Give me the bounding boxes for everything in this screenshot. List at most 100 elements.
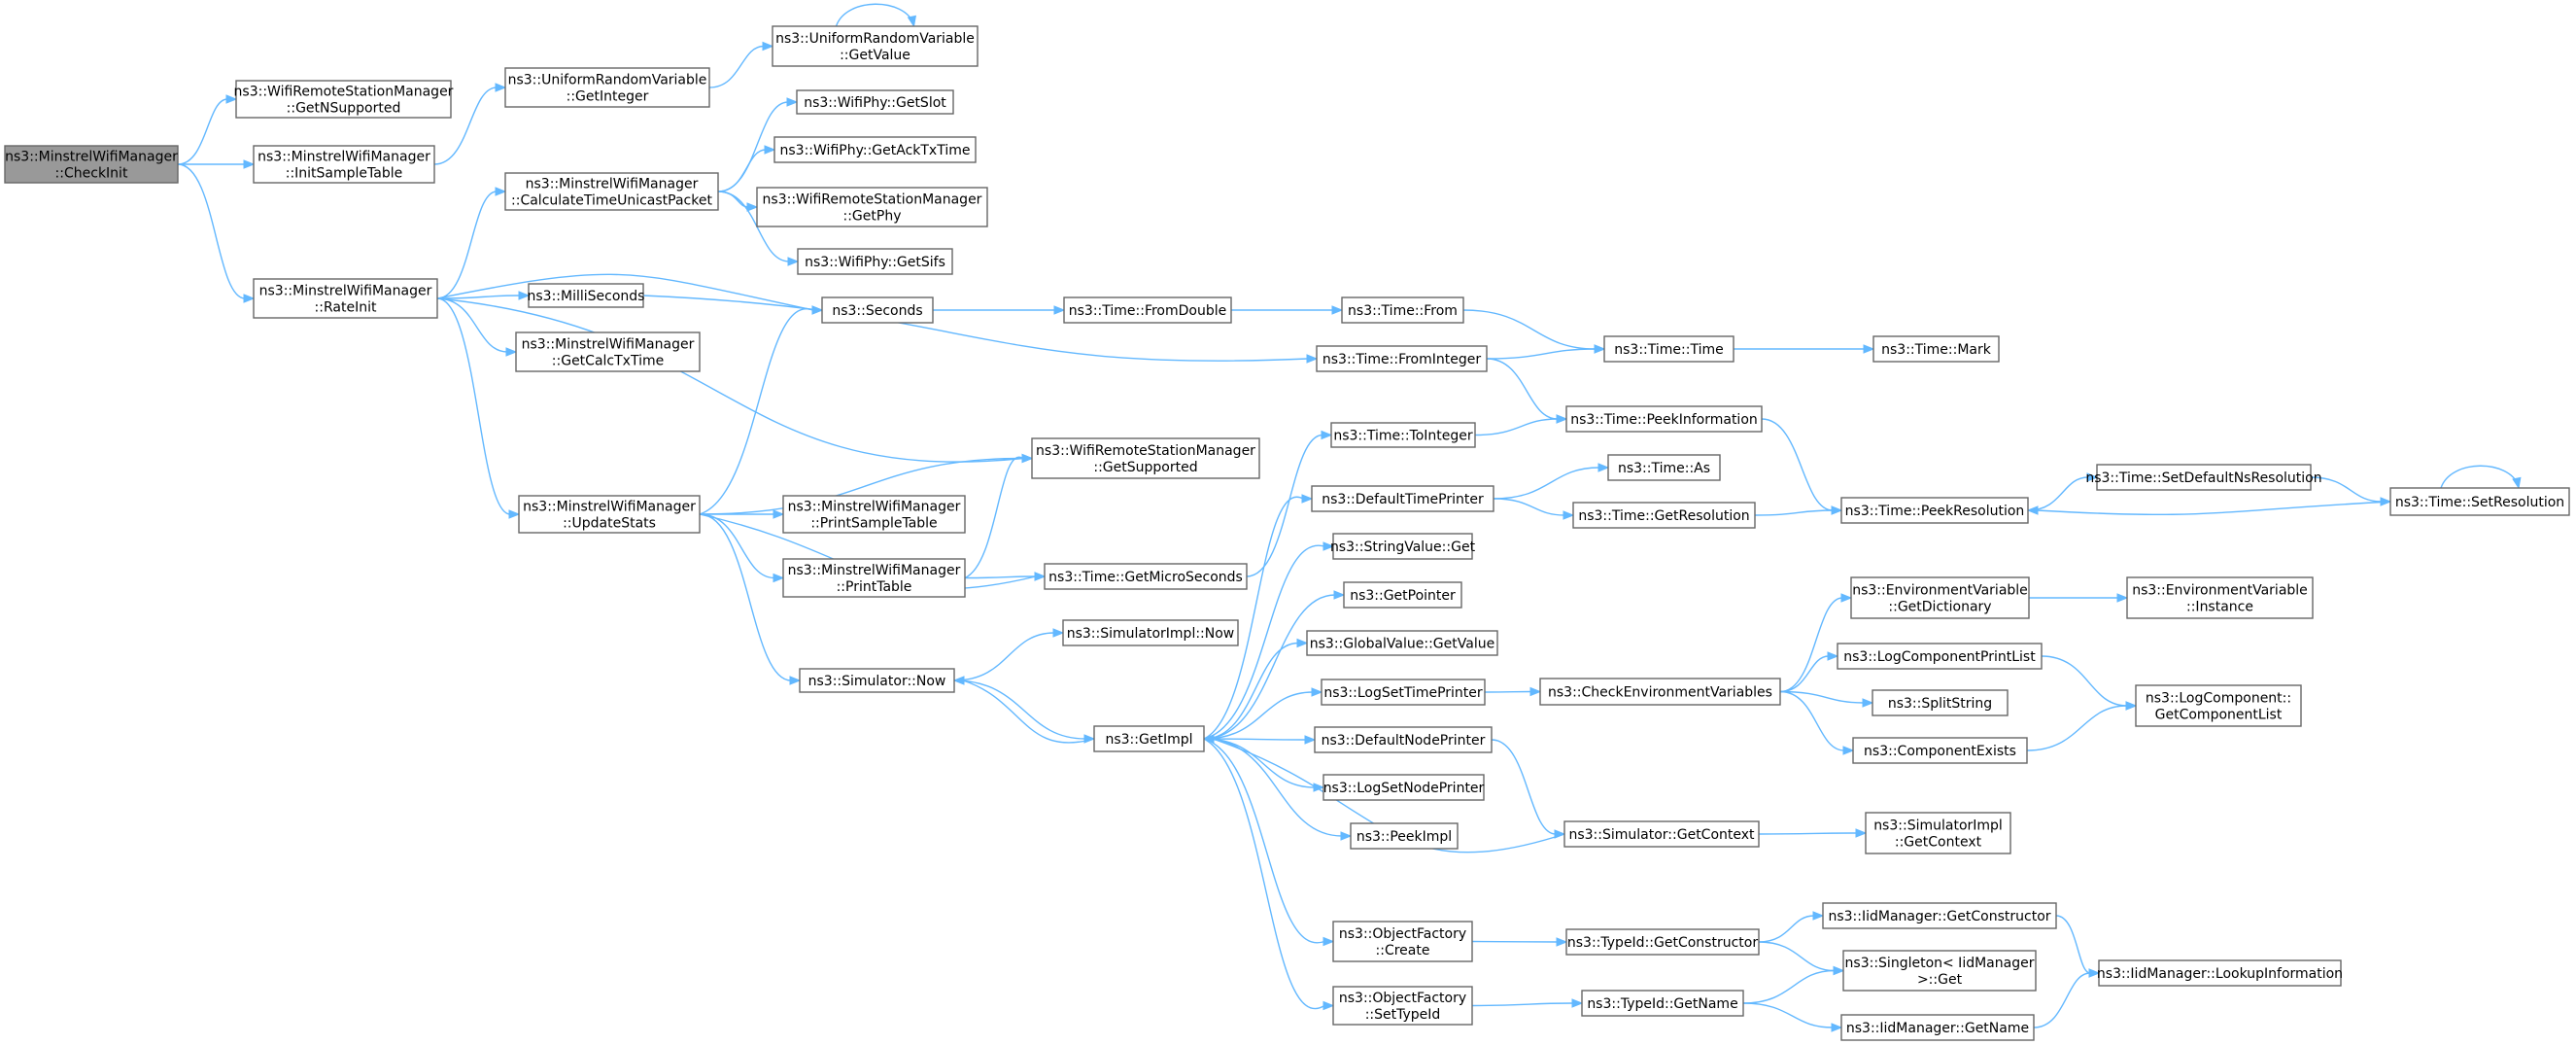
edge-n18-n23 [953, 628, 1065, 681]
node-n0[interactable]: ns3::MinstrelWifiManager::CheckInit [4, 145, 179, 184]
node-n8[interactable]: ns3::MinstrelWifiManager::GetCalcTxTime [515, 331, 701, 372]
node-box [504, 172, 719, 211]
node-n45[interactable]: ns3::LogComponent::GetComponentList [2135, 684, 2302, 727]
node-n21[interactable]: ns3::Time::ToInteger [1330, 422, 1476, 448]
node-box [1850, 576, 2030, 619]
edge-line [1203, 738, 1307, 741]
node-n35[interactable]: ns3::StringValue::Get [1330, 533, 1476, 560]
node-n53[interactable]: ns3::IidManager::GetConstructor [1822, 902, 2057, 929]
edge-n38-n39 [1484, 686, 1542, 697]
node-box [1539, 678, 1781, 706]
node-box [2126, 576, 2314, 619]
node-n49[interactable]: ns3::Simulator::GetContext [1563, 820, 1760, 848]
node-n32[interactable]: ns3::Time::PeekResolution [1840, 497, 2029, 524]
edge-arrowhead [773, 573, 785, 583]
node-n30[interactable]: ns3::Time::As [1607, 454, 1721, 481]
node-n18[interactable]: ns3::Simulator::Now [799, 668, 955, 693]
edge-n14-n19 [932, 305, 1066, 315]
edge-n3-n6 [436, 187, 507, 299]
edge-arrowhead [773, 509, 785, 519]
node-n7[interactable]: ns3::MilliSeconds [528, 283, 645, 308]
node-n12[interactable]: ns3::WifiRemoteStationManager::GetPhy [756, 187, 988, 227]
node-n16[interactable]: ns3::MinstrelWifiManager::PrintSampleTab… [782, 495, 966, 534]
node-n20[interactable]: ns3::Time::FromInteger [1316, 345, 1488, 372]
node-n23[interactable]: ns3::SimulatorImpl::Now [1062, 619, 1239, 646]
node-n3[interactable]: ns3::MinstrelWifiManager::RateInit [253, 278, 438, 319]
node-n38[interactable]: ns3::LogSetTimePrinter [1321, 679, 1486, 706]
node-box [782, 495, 966, 534]
node-n5[interactable]: ns3::UniformRandomVariable::GetValue [772, 25, 979, 67]
edge-n9-n18 [699, 513, 802, 685]
node-n42[interactable]: ns3::LogComponentPrintList [1837, 643, 2043, 670]
node-n4[interactable]: ns3::UniformRandomVariable::GetInteger [504, 67, 710, 108]
node-n11[interactable]: ns3::WifiPhy::GetAckTxTime [773, 136, 977, 163]
node-box [1332, 533, 1473, 560]
node-box [1565, 928, 1760, 956]
edge-n53-n55 [2055, 915, 2101, 978]
node-n34[interactable]: ns3::Time::SetResolution [2389, 487, 2570, 516]
node-n28[interactable]: ns3::Time::PeekInformation [1565, 405, 1763, 433]
node-n55[interactable]: ns3::IidManager::LookupInformation [2097, 959, 2343, 987]
node-n58[interactable]: ns3::IidManager::GetName [1840, 1014, 2035, 1041]
edge-n0-n1 [177, 94, 238, 165]
node-n43[interactable]: ns3::SplitString [1872, 689, 2009, 716]
node-label: >::Get [1917, 972, 1963, 988]
node-box [253, 278, 438, 319]
node-n51[interactable]: ns3::ObjectFactory::Create [1332, 921, 1473, 962]
node-box [796, 89, 954, 115]
node-box [253, 145, 435, 184]
node-n1[interactable]: ns3::WifiRemoteStationManager::GetNSuppo… [234, 80, 454, 119]
node-n36[interactable]: ns3::GetPointer [1343, 581, 1462, 609]
node-n33[interactable]: ns3::Time::SetDefaultNsResolution [2085, 464, 2322, 491]
edge-line [436, 297, 1024, 463]
node-n19[interactable]: ns3::Time::FromDouble [1063, 296, 1232, 324]
node-n22[interactable]: ns3::Time::GetMicroSeconds [1044, 563, 1248, 590]
node-n13[interactable]: ns3::WifiPhy::GetSifs [797, 248, 953, 275]
node-n15[interactable]: ns3::WifiRemoteStationManager::GetSuppor… [1031, 437, 1260, 479]
node-n31[interactable]: ns3::Time::GetResolution [1572, 502, 1756, 529]
edge-arrowhead [1594, 344, 1606, 354]
node-n50[interactable]: ns3::SimulatorImpl::GetContext [1865, 812, 2011, 854]
node-n26[interactable]: ns3::Time::Time [1603, 335, 1735, 363]
node-n29[interactable]: ns3::DefaultTimePrinter [1311, 485, 1494, 512]
node-n54[interactable]: ns3::Singleton< IidManager >::Get [1842, 950, 2037, 992]
node-box [1872, 335, 2000, 363]
node-n6[interactable]: ns3::MinstrelWifiManager::CalculateTimeU… [504, 172, 719, 211]
edge-n17-n15 [964, 453, 1034, 579]
node-n27[interactable]: ns3::Time::Mark [1872, 335, 2000, 363]
edge-arrowhead [225, 94, 238, 104]
node-label: ns3::WifiRemoteStationManager [1036, 443, 1255, 459]
node-n24[interactable]: ns3::GetImpl [1093, 725, 1205, 752]
node-n41[interactable]: ns3::EnvironmentVariable::Instance [2126, 576, 2314, 619]
node-n44[interactable]: ns3::ComponentExists [1852, 737, 2028, 764]
edge-n28-n32 [1761, 418, 1843, 515]
edge-line [177, 98, 228, 165]
node-n46[interactable]: ns3::DefaultNodePrinter [1314, 726, 1493, 753]
node-n57[interactable]: ns3::TypeId::GetName [1581, 990, 1744, 1017]
node-n14[interactable]: ns3::Seconds [821, 296, 934, 324]
edge-line [177, 163, 246, 299]
edge-line [1203, 496, 1304, 740]
edge-n57-n58 [1742, 1002, 1843, 1032]
node-n40[interactable]: ns3::EnvironmentVariable::GetDictionary [1850, 576, 2030, 619]
node-n39[interactable]: ns3::CheckEnvironmentVariables [1539, 678, 1781, 706]
node-box [1852, 737, 2028, 764]
node-n25[interactable]: ns3::Time::From [1341, 296, 1464, 324]
edge-line [1474, 418, 1559, 436]
node-n37[interactable]: ns3::GlobalValue::GetValue [1306, 630, 1498, 656]
node-n9[interactable]: ns3::MinstrelWifiManager::UpdateStats [518, 495, 701, 534]
node-n56[interactable]: ns3::ObjectFactory::SetTypeId [1332, 986, 1473, 1026]
node-n47[interactable]: ns3::LogSetNodePrinter [1322, 774, 1485, 801]
node-n48[interactable]: ns3::PeekImpl [1350, 822, 1459, 850]
edge-n2-n4 [433, 83, 507, 165]
node-box [1311, 485, 1494, 512]
node-n2[interactable]: ns3::MinstrelWifiManager::InitSampleTabl… [253, 145, 435, 184]
node-box [2096, 464, 2312, 491]
node-n10[interactable]: ns3::WifiPhy::GetSlot [796, 89, 954, 115]
edge-line [708, 45, 765, 88]
edge-arrowhead [787, 257, 800, 266]
edge-n56-n57 [1471, 998, 1584, 1008]
node-label: ::GetValue [840, 48, 910, 63]
node-n52[interactable]: ns3::TypeId::GetConstructor [1565, 928, 1760, 956]
node-n17[interactable]: ns3::MinstrelWifiManager::PrintTable [782, 558, 966, 598]
